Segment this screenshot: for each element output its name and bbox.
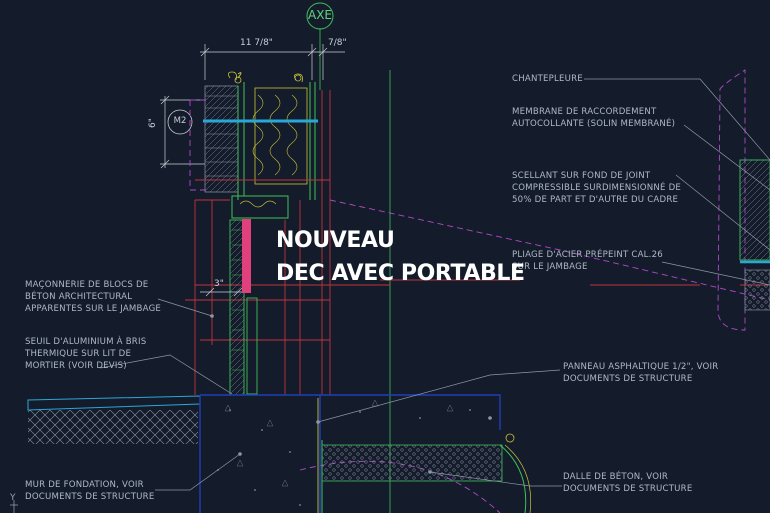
ucs-axis-label: Y [10,493,16,503]
foundation-wall [199,394,532,513]
note-dalle: DALLE DE BÉTON, VOIR DOCUMENTS DE STRUCT… [563,472,693,494]
leader-lines [99,78,770,491]
section-bubble [167,109,193,135]
note-pliage: PLIAGE D'ACIER PRÉPEINT CAL.26 SUR LE JA… [512,250,663,272]
leader-dots [210,314,492,474]
top-dimension-lines [200,44,345,80]
axis-bubble [306,2,334,30]
dimension-vertical: 6" [148,118,158,128]
note-membrane: MEMBRANE DE RACCORDEMENT AUTOCOLLANTE (S… [512,107,676,129]
note-chantepleure: CHANTEPLEURE [512,74,583,84]
dimension-top-main: 11 7/8" [240,38,273,48]
headline-line2: DEC AVEC PORTABLE [276,261,525,286]
note-mur-fondation: MUR DE FONDATION, VOIR DOCUMENTS DE STRU… [25,480,155,502]
note-scellant: SCELLANT SUR FOND DE JOINT COMPRESSIBLE … [512,171,682,205]
soil-hatch [28,410,198,444]
axis-marker-label: AXE [307,8,332,22]
section-marker-label: M2 [173,116,187,126]
note-maconnerie: MAÇONNERIE DE BLOCS DE BÉTON ARCHITECTUR… [25,280,162,314]
headline-line1: NOUVEAU [276,228,395,253]
note-panneau: PANNEAU ASPHALTIQUE 1/2", VOIR DOCUMENTS… [563,362,719,384]
joint-dimension-lines [200,287,250,297]
red-structural-lines [185,90,770,395]
ground-line [27,395,201,411]
dimension-joint: 3" [214,279,224,289]
dimension-top-small: 7/8" [328,38,347,48]
upper-wall-assembly [204,72,316,219]
note-seuil: SEUIL D'ALUMINIUM À BRIS THERMIQUE SUR L… [25,337,147,371]
accent-bar [242,219,251,293]
right-partial-wall [739,159,770,311]
side-dimension-lines [160,95,205,169]
